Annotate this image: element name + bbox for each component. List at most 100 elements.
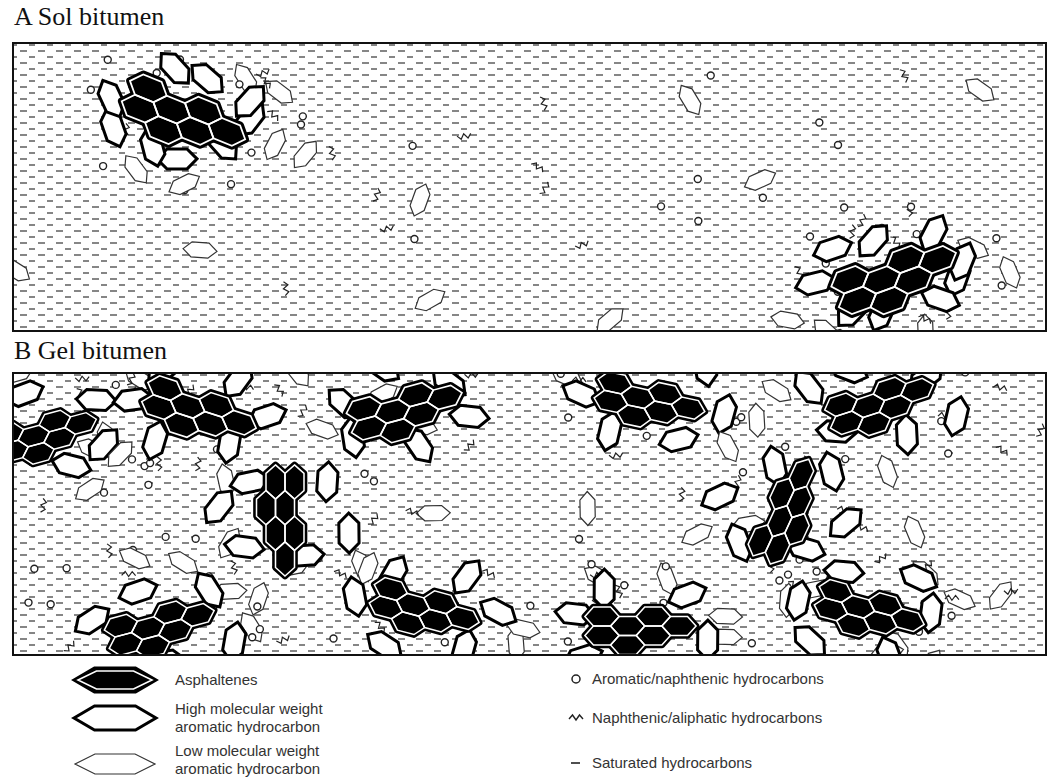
low-mw-aromatic bbox=[815, 327, 852, 330]
asphaltene-sheet bbox=[585, 607, 696, 654]
low-mw-aromatic bbox=[915, 646, 946, 654]
aromatic-naphthenic bbox=[112, 381, 119, 388]
asphaltene-sheet bbox=[102, 592, 222, 654]
naphthenic-aliphatic bbox=[678, 487, 685, 502]
asphaltene-sheet bbox=[344, 374, 470, 452]
low-mw-aromatic bbox=[758, 375, 795, 406]
aromatic-naphthenic bbox=[707, 72, 714, 79]
naphthenic-aliphatic bbox=[464, 374, 478, 378]
aromatic-naphthenic bbox=[621, 582, 628, 589]
low-mw-aromatic bbox=[748, 403, 765, 438]
panel-heading: B Gel bitumen bbox=[12, 336, 167, 366]
aromatic-naphthenic bbox=[254, 603, 261, 610]
aromatic-naphthenic bbox=[361, 470, 368, 477]
aromatic-naphthenic bbox=[564, 638, 571, 645]
low-mw-aromatic bbox=[917, 314, 934, 330]
asphaltene-sheet bbox=[364, 575, 484, 650]
asphaltene-sheet bbox=[14, 402, 103, 473]
aromatic-naphthenic bbox=[738, 414, 745, 421]
naphthenic-aliphatic bbox=[194, 457, 201, 472]
asphaltene-sheet bbox=[113, 71, 253, 170]
low-mw-aromatic bbox=[675, 82, 705, 119]
naphthenic-aliphatic bbox=[405, 507, 420, 517]
legend-label: Naphthenic/aliphatic hydrocarbons bbox=[592, 709, 1012, 727]
aromatic-naphthenic bbox=[25, 599, 32, 606]
low-mw-aromatic bbox=[941, 585, 978, 613]
aromatic-naphthenic bbox=[576, 536, 583, 543]
aromatic-naphthenic bbox=[87, 86, 94, 93]
low-mw-aromatic bbox=[116, 544, 153, 573]
aromatic-naphthenic bbox=[662, 563, 669, 570]
naphthenic-aliphatic bbox=[334, 568, 349, 579]
aromatic-naphthenic bbox=[104, 56, 111, 63]
naphthenic-aliphatic bbox=[609, 452, 624, 460]
aromatic-naphthenic bbox=[993, 235, 1000, 242]
low-mw-aromatic bbox=[165, 547, 202, 578]
aromatic-naphthenic bbox=[370, 478, 377, 485]
legend-samples bbox=[74, 668, 583, 774]
aromatic-naphthenic bbox=[962, 374, 969, 376]
high-mw-aromatic bbox=[826, 374, 871, 386]
low-mw-aromatic bbox=[182, 241, 217, 259]
high-mw-aromatic bbox=[709, 392, 739, 436]
low-mw-aromatic bbox=[289, 137, 322, 173]
naphthenic-aliphatic bbox=[267, 109, 281, 122]
naphthenic-aliphatic bbox=[156, 457, 162, 471]
low-mw-aromatic bbox=[901, 513, 928, 550]
naphthenic-aliphatic bbox=[849, 224, 857, 239]
high-mw-aromatic bbox=[229, 80, 271, 123]
naphthenic-aliphatic bbox=[874, 553, 888, 565]
aromatic-naphthenic bbox=[249, 634, 256, 641]
aromatic-naphthenic bbox=[297, 121, 304, 128]
aromatic-naphthenic bbox=[100, 489, 107, 496]
naphthenic-aliphatic bbox=[256, 68, 271, 78]
naphthenic-aliphatic bbox=[1004, 588, 1018, 595]
high-mw-aromatic bbox=[341, 575, 368, 618]
high-mw-aromatic bbox=[824, 502, 867, 543]
aromatic-naphthenic bbox=[782, 443, 789, 450]
aromatic-naphthenic bbox=[643, 432, 650, 439]
panel-illustration bbox=[14, 374, 1045, 654]
high-mw-aromatic bbox=[76, 389, 117, 411]
high-mw-aromatic bbox=[665, 579, 709, 612]
high-mw-aromatic bbox=[697, 479, 742, 514]
low-mw-aromatic bbox=[407, 181, 433, 218]
asphaltene-sheet bbox=[744, 451, 834, 572]
panel-heading: A Sol bitumen bbox=[12, 2, 164, 32]
legend-low-sample bbox=[75, 754, 155, 774]
high-mw-aromatic bbox=[788, 620, 831, 654]
high-mw-aromatic bbox=[50, 451, 94, 480]
naphthenic-aliphatic bbox=[282, 281, 289, 296]
asphaltene-sheet bbox=[828, 232, 968, 328]
aromatic-naphthenic bbox=[411, 235, 418, 242]
aromatic-naphthenic bbox=[248, 149, 255, 156]
aromatic-naphthenic bbox=[908, 203, 915, 210]
naphthenic-aliphatic bbox=[126, 374, 136, 387]
aromatic-naphthenic bbox=[759, 194, 766, 201]
naphthenic-aliphatic bbox=[918, 313, 933, 324]
naphthenic-aliphatic bbox=[1035, 423, 1045, 438]
legend-label: Asphaltenes bbox=[175, 671, 370, 689]
naphthenic-aliphatic bbox=[372, 188, 382, 203]
legend-asphaltene-sample bbox=[74, 668, 156, 692]
aromatic-naphthenic bbox=[813, 568, 820, 575]
naphthenic-aliphatic bbox=[297, 404, 309, 418]
high-mw-aromatic bbox=[316, 461, 339, 502]
high-mw-aromatic bbox=[692, 374, 719, 388]
aromatic-naphthenic bbox=[299, 113, 306, 120]
naphthenic-aliphatic bbox=[995, 444, 1009, 456]
naphthenic-aliphatic bbox=[276, 635, 291, 645]
low-mw-aromatic bbox=[166, 170, 203, 199]
low-mw-aromatic bbox=[412, 285, 449, 315]
high-mw-aromatic bbox=[360, 374, 404, 387]
aromatic-naphthenic bbox=[228, 181, 235, 188]
low-mw-aromatic bbox=[962, 74, 998, 106]
naphthenic-aliphatic bbox=[328, 146, 336, 161]
aromatic-naphthenic bbox=[527, 602, 534, 609]
aromatic-naphthenic bbox=[409, 142, 416, 149]
low-mw-aromatic bbox=[678, 520, 715, 549]
aromatic-naphthenic bbox=[145, 481, 152, 488]
high-mw-aromatic bbox=[648, 651, 693, 654]
legend-label: High molecular weight aromatic hydrocarb… bbox=[175, 700, 370, 736]
low-mw-aromatic bbox=[708, 608, 743, 625]
